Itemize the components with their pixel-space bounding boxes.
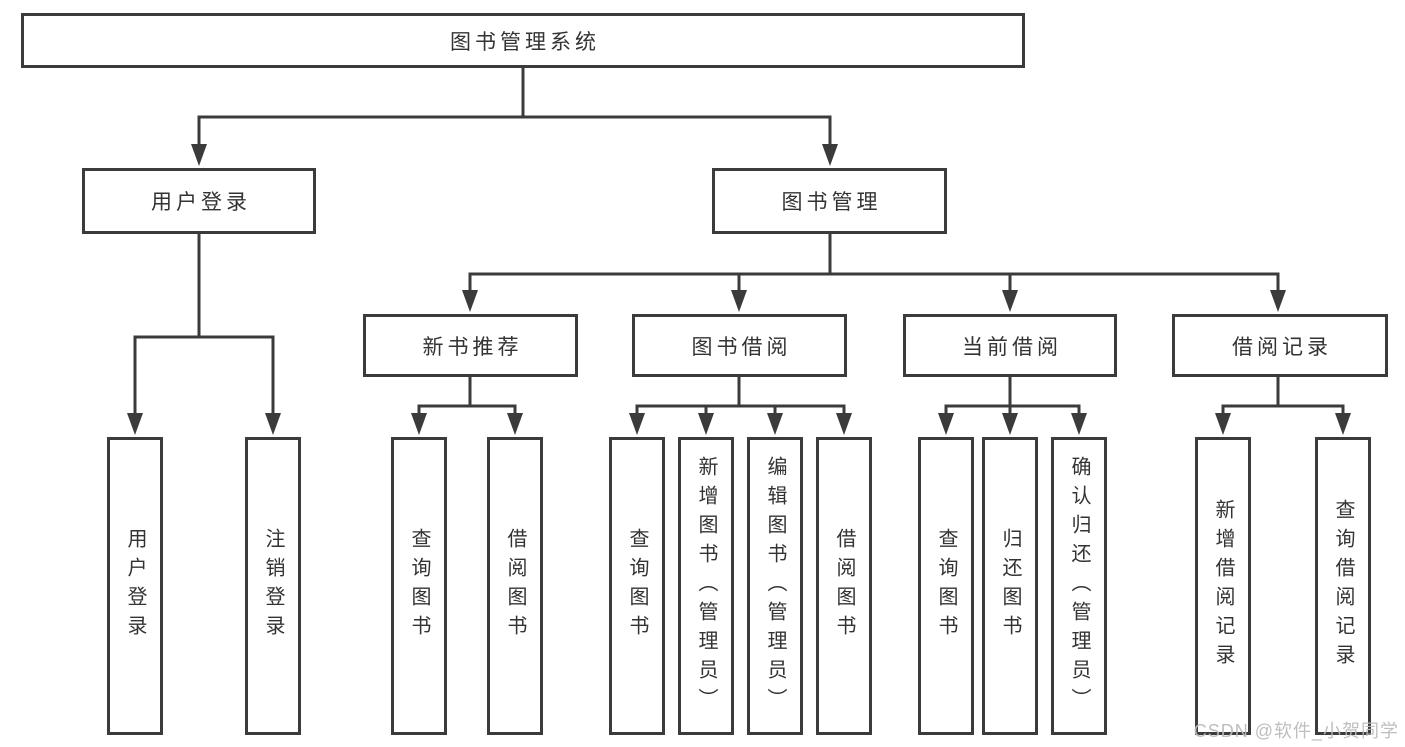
arrowhead-new-book	[462, 290, 478, 312]
arrowhead-cb-query	[938, 413, 954, 435]
leaf-user-login: 用户登录	[107, 437, 163, 735]
leaf-records-query-borrow-record: 查询借阅记录	[1315, 437, 1371, 735]
node-book-management-system: 图书管理系统	[21, 13, 1025, 68]
arrowhead-leaf-logout	[265, 413, 281, 435]
arrowhead-user-login	[191, 144, 207, 166]
leaf-newbook-query-book: 查询图书	[391, 437, 447, 735]
connector-userlogin-to-leaves	[127, 232, 281, 435]
arrowhead-br-add	[1215, 413, 1231, 435]
arrowhead-nb-query	[411, 413, 427, 435]
arrowhead-book-borrow	[731, 290, 747, 312]
connector-bookmgmt-to-level3	[462, 232, 1286, 312]
connector-borrow-to-leaves	[629, 375, 852, 435]
leaf-logout-login: 注销登录	[245, 437, 301, 735]
arrowhead-leaf-user-login	[127, 413, 143, 435]
leaf-borrowing-query-book: 查询图书	[609, 437, 665, 735]
arrowhead-bb-add	[698, 413, 714, 435]
arrowhead-cb-confirm	[1071, 413, 1087, 435]
node-current-borrowing: 当前借阅	[903, 314, 1117, 377]
arrowhead-bb-query	[629, 413, 645, 435]
node-borrowing-records: 借阅记录	[1172, 314, 1388, 377]
leaf-records-add-borrow-record: 新增借阅记录	[1195, 437, 1251, 735]
arrowhead-br-query	[1335, 413, 1351, 435]
node-book-management: 图书管理	[712, 168, 947, 234]
leaf-current-return-book: 归还图书	[982, 437, 1038, 735]
arrowhead-cb-return	[1002, 413, 1018, 435]
leaf-borrowing-edit-book-admin: 编辑图书（管理员）	[747, 437, 803, 735]
arrowhead-current-borrow	[1002, 290, 1018, 312]
leaf-borrowing-borrow-book: 借阅图书	[816, 437, 872, 735]
node-new-book-recommend: 新书推荐	[363, 314, 578, 377]
leaf-current-confirm-return-admin: 确认归还（管理员）	[1051, 437, 1107, 735]
arrowhead-nb-borrow	[507, 413, 523, 435]
node-user-login: 用户登录	[82, 168, 316, 234]
arrowhead-bb-edit	[767, 413, 783, 435]
connector-records-to-leaves	[1215, 375, 1351, 435]
connector-newbook-to-leaves	[411, 375, 523, 435]
connector-root-to-level2	[191, 66, 838, 166]
leaf-newbook-borrow-book: 借阅图书	[487, 437, 543, 735]
leaf-borrowing-add-book-admin: 新增图书（管理员）	[678, 437, 734, 735]
arrowhead-bb-borrow	[836, 413, 852, 435]
connector-current-to-leaves	[938, 375, 1087, 435]
arrowhead-borrow-records	[1270, 290, 1286, 312]
node-book-borrowing: 图书借阅	[632, 314, 847, 377]
arrowhead-book-mgmt	[822, 144, 838, 166]
leaf-current-query-book: 查询图书	[918, 437, 974, 735]
